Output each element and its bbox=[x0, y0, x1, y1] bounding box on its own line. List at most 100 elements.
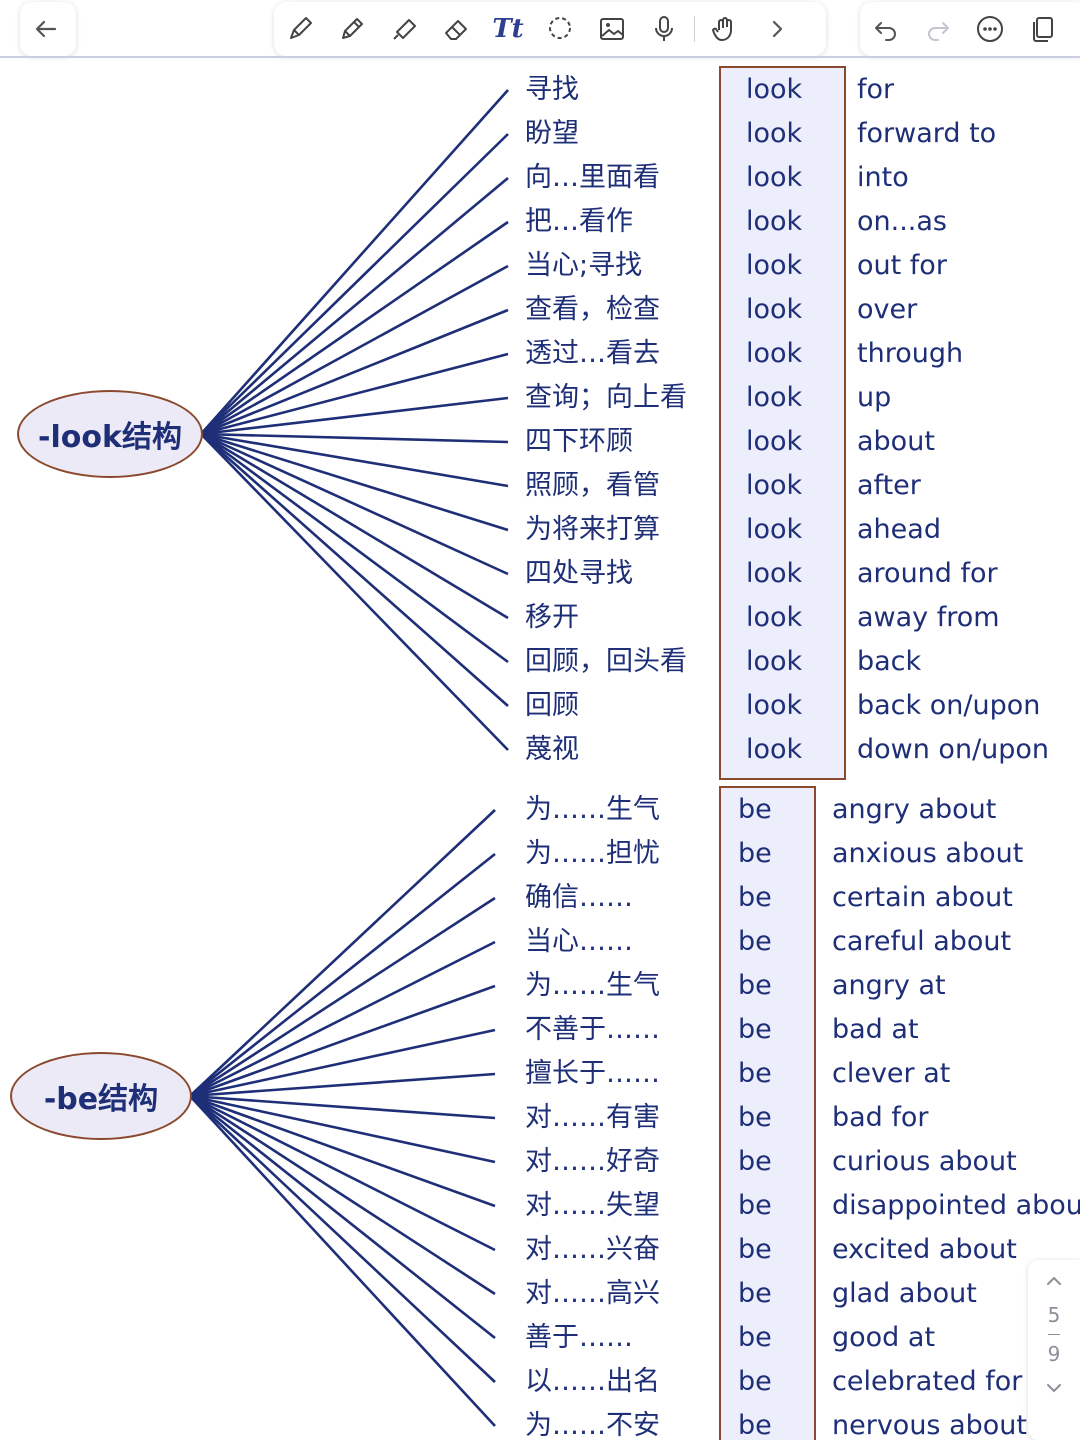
look-meaning-text: 当心;寻找 bbox=[525, 250, 643, 281]
tool-pill: Tt bbox=[274, 2, 826, 56]
look-verb-text: look bbox=[746, 426, 803, 457]
look-phrase-text: up bbox=[857, 382, 892, 413]
look-meaning-text: 蔑视 bbox=[525, 734, 579, 765]
be-meaning-text: 为……生气 bbox=[525, 970, 660, 1001]
more-icon[interactable] bbox=[964, 2, 1016, 56]
look-connector-line bbox=[200, 432, 509, 576]
be-verb-text: be bbox=[738, 1366, 772, 1397]
pages-icon[interactable] bbox=[1016, 2, 1068, 56]
be-verb-text: be bbox=[738, 794, 772, 825]
toolbar-divider bbox=[694, 16, 695, 42]
page-down-icon[interactable] bbox=[1043, 1367, 1065, 1409]
be-meaning-text: 当心…… bbox=[525, 926, 633, 957]
be-verb-text: be bbox=[738, 1190, 772, 1221]
look-verb-text: look bbox=[746, 74, 803, 105]
back-pill bbox=[20, 2, 76, 56]
be-connector-line bbox=[189, 1094, 496, 1208]
look-verb-text: look bbox=[746, 206, 803, 237]
look-meaning-text: 盼望 bbox=[525, 118, 579, 149]
look-verb-box bbox=[719, 66, 846, 780]
be-connector-line bbox=[189, 1094, 496, 1296]
actions-pill bbox=[860, 2, 1080, 56]
be-phrase-text: bad for bbox=[832, 1102, 929, 1133]
look-phrase-text: down on/upon bbox=[857, 734, 1050, 765]
look-meaning-text: 寻找 bbox=[525, 74, 579, 105]
look-verb-text: look bbox=[746, 250, 803, 281]
be-phrase-text: nervous about bbox=[832, 1410, 1027, 1440]
be-meaning-text: 对……失望 bbox=[525, 1190, 660, 1221]
look-meaning-text: 透过…看去 bbox=[525, 338, 660, 369]
look-verb-text: look bbox=[746, 338, 803, 369]
eraser-icon[interactable] bbox=[430, 2, 482, 56]
look-phrase-text: on...as bbox=[857, 206, 947, 237]
be-connector-line bbox=[189, 1094, 496, 1340]
page-up-icon[interactable] bbox=[1043, 1260, 1065, 1302]
look-phrase-text: after bbox=[857, 470, 921, 501]
be-phrase-text: glad about bbox=[832, 1278, 977, 1309]
be-connector-line bbox=[189, 809, 496, 1097]
look-meaning-text: 向…里面看 bbox=[525, 162, 660, 193]
image-icon[interactable] bbox=[586, 2, 638, 56]
look-connector-line bbox=[200, 432, 509, 488]
look-phrase-text: around for bbox=[857, 558, 998, 589]
be-meaning-text: 对……高兴 bbox=[525, 1278, 660, 1309]
look-meaning-text: 移开 bbox=[525, 602, 579, 633]
pen-icon[interactable] bbox=[274, 2, 326, 56]
be-connector-line bbox=[189, 940, 496, 1098]
hand-icon[interactable] bbox=[699, 2, 751, 56]
be-connector-line bbox=[189, 896, 496, 1098]
look-structure-node[interactable]: -look结构 bbox=[17, 390, 203, 478]
look-verb-text: look bbox=[746, 558, 803, 589]
look-meaning-text: 四处寻找 bbox=[525, 558, 633, 589]
look-meaning-text: 照顾，看管 bbox=[525, 470, 660, 501]
look-phrase-text: out for bbox=[857, 250, 947, 281]
page-separator bbox=[1048, 1334, 1060, 1335]
look-connector-line bbox=[200, 433, 509, 707]
look-connector-line bbox=[200, 89, 509, 435]
redo-icon[interactable] bbox=[912, 2, 964, 56]
pencil-icon[interactable] bbox=[326, 2, 378, 56]
be-meaning-text: 以……出名 bbox=[525, 1366, 660, 1397]
look-meaning-text: 查看，检查 bbox=[525, 294, 660, 325]
be-verb-text: be bbox=[738, 1410, 772, 1440]
look-phrase-text: over bbox=[857, 294, 918, 325]
look-meaning-text: 为将来打算 bbox=[525, 514, 660, 545]
connector-lines bbox=[189, 89, 509, 1427]
text-icon[interactable]: Tt bbox=[482, 2, 534, 56]
be-connector-line bbox=[189, 852, 496, 1098]
look-meaning-text: 把…看作 bbox=[525, 206, 633, 237]
be-connector-line bbox=[189, 1095, 496, 1427]
chevron-right-icon[interactable] bbox=[751, 2, 803, 56]
be-meaning-text: 确信…… bbox=[525, 882, 633, 913]
toolbar-border bbox=[0, 56, 1080, 58]
look-connector-line bbox=[200, 432, 509, 532]
be-connector-line bbox=[189, 1094, 496, 1164]
toolbar: Tt bbox=[0, 0, 1080, 58]
be-meaning-text: 为……不安 bbox=[525, 1410, 660, 1440]
look-verb-text: look bbox=[746, 602, 803, 633]
lasso-icon[interactable] bbox=[534, 2, 586, 56]
look-connector-line bbox=[200, 433, 509, 751]
be-structure-node[interactable]: -be结构 bbox=[10, 1052, 192, 1140]
be-connector-line bbox=[189, 1094, 496, 1252]
highlighter-icon[interactable] bbox=[378, 2, 430, 56]
look-connector-line bbox=[200, 264, 509, 436]
look-connector-line bbox=[200, 220, 509, 436]
look-verb-text: look bbox=[746, 118, 803, 149]
look-connector-line bbox=[200, 352, 509, 436]
undo-icon[interactable] bbox=[860, 2, 912, 56]
look-meaning-text: 四下环顾 bbox=[525, 426, 633, 457]
look-phrase-text: about bbox=[857, 426, 935, 457]
look-verb-text: look bbox=[746, 162, 803, 193]
be-phrase-text: good at bbox=[832, 1322, 936, 1353]
microphone-icon[interactable] bbox=[638, 2, 690, 56]
back-arrow-icon[interactable] bbox=[20, 2, 72, 56]
be-meaning-text: 善于…… bbox=[525, 1322, 633, 1353]
be-connector-line bbox=[189, 1095, 496, 1383]
be-verb-text: be bbox=[738, 1146, 772, 1177]
look-meaning-text: 回顾，回头看 bbox=[525, 646, 687, 677]
be-meaning-text: 为……担忧 bbox=[525, 838, 660, 869]
be-phrase-text: certain about bbox=[832, 882, 1013, 913]
be-meaning-text: 对……有害 bbox=[525, 1102, 660, 1133]
